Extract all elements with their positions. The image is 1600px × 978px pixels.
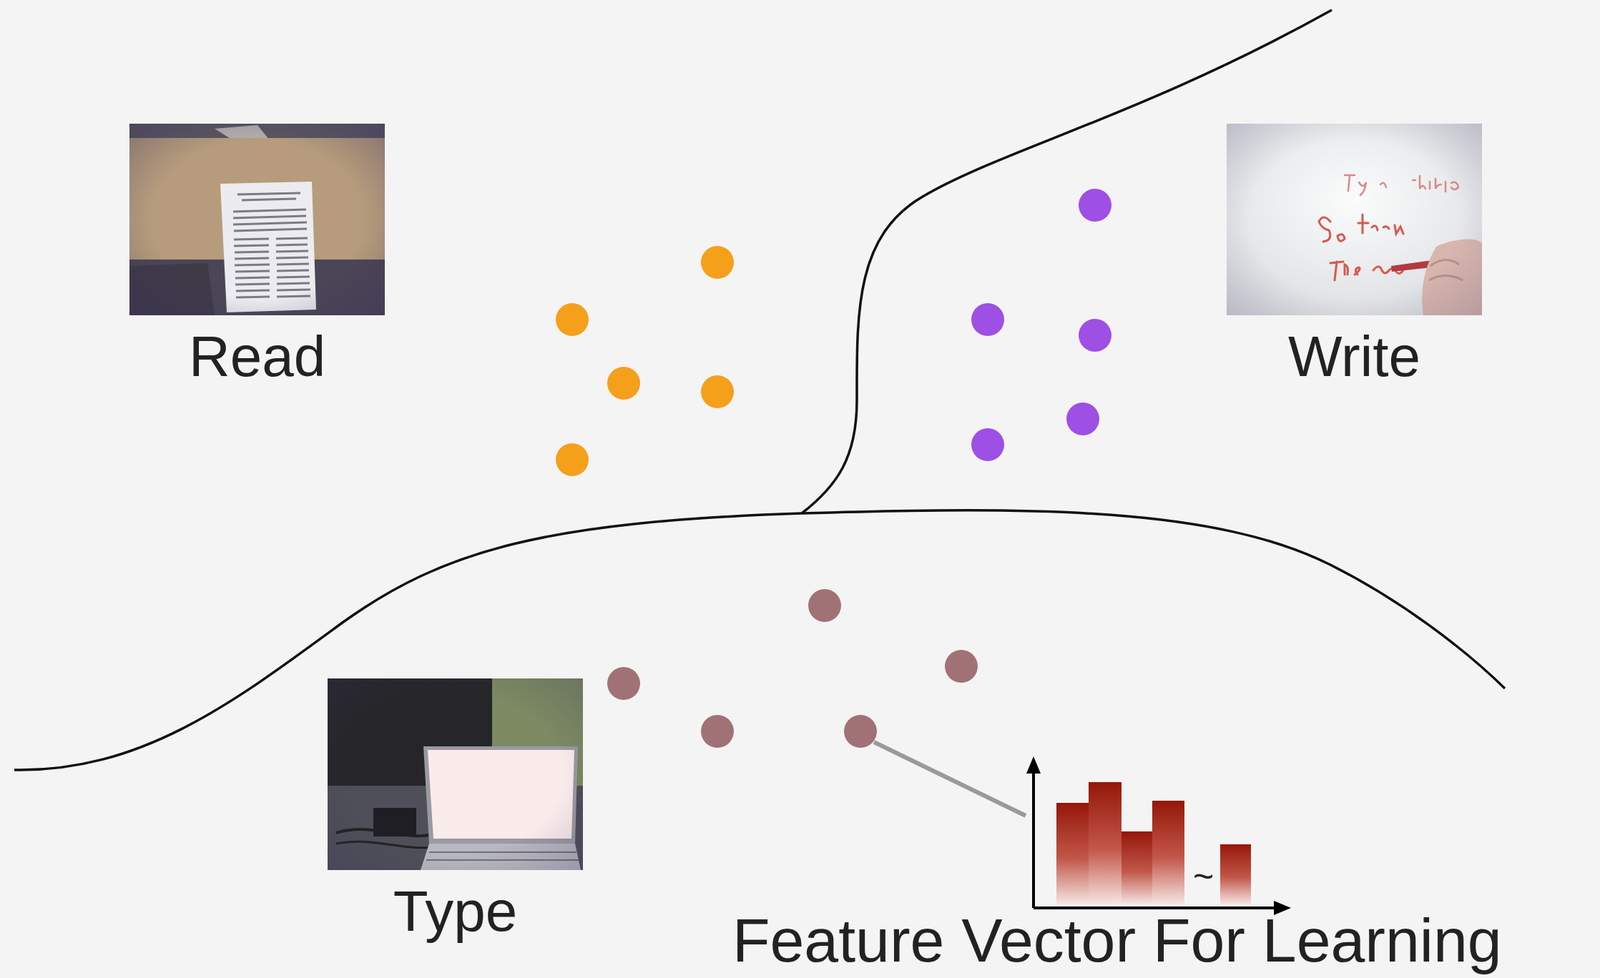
read-photo-node: Read: [129, 123, 385, 389]
leader-line: [874, 742, 1026, 817]
activity-label: Type: [327, 880, 583, 944]
write-samples: [971, 188, 1112, 462]
write-photo: [1226, 123, 1482, 316]
feature-histogram: [1026, 756, 1292, 916]
ellipsis-mark: ~: [1193, 859, 1214, 895]
type-samples: [607, 589, 978, 749]
activity-label: Write: [1226, 325, 1482, 389]
read-samples: [555, 246, 734, 477]
type-photo: [327, 678, 583, 871]
read-photo: [129, 123, 385, 316]
feature-vector-caption: Feature Vector For Learning: [732, 909, 1503, 972]
write-photo-node: Write: [1226, 123, 1482, 389]
activity-label: Read: [129, 325, 385, 389]
type-photo-node: Type: [327, 678, 583, 944]
decision-boundary: [14, 510, 1505, 771]
